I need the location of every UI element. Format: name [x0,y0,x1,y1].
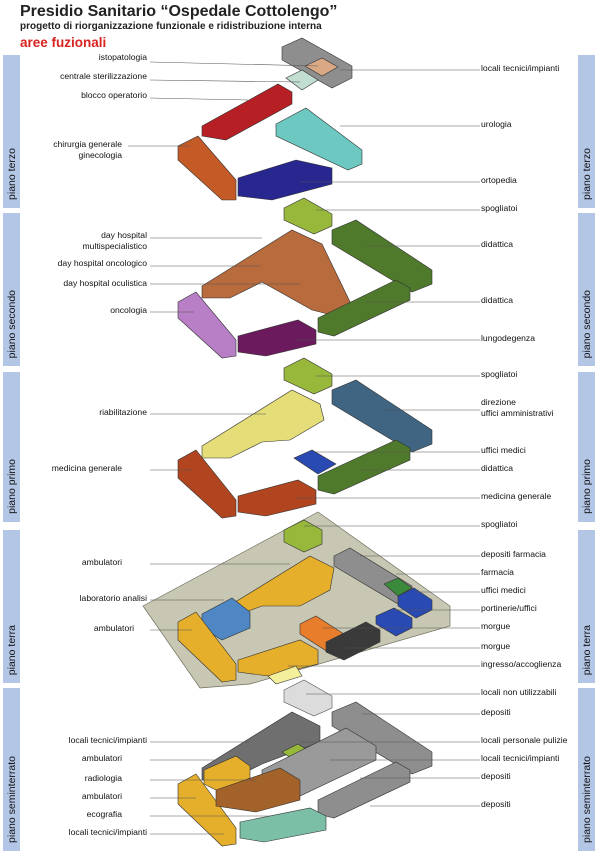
blocks-piano-primo [177,357,433,519]
floor-band-right-secondo: piano secondo [578,213,595,366]
block-spogliatoi-terra [283,519,323,553]
floor-band-right-terzo: piano terzo [578,55,595,208]
block-ambulatori-left [177,611,237,683]
label-radiologia: radiologia [84,773,122,783]
label-farmacia: farmacia [481,567,514,577]
label-uffici-medici-primo: uffici medici [481,445,526,455]
label-locali-tecnici-semi-2: locali tecnici/impianti [68,827,147,837]
label-spogliatoi-secondo: spogliatoi [481,203,518,213]
leader-lines [128,61,480,835]
floor-band-left-seminterrato: piano seminterrato [3,688,20,851]
label-istopatologia: istopatologia [98,52,147,62]
label-locali-tecnici-semi-1: locali tecnici/impianti [68,735,147,745]
blocks-piano-terra [177,519,433,685]
label-riabilitazione: riabilitazione [99,407,147,417]
block-spogliatoi-secondo [283,197,333,235]
label-lungodegenza: lungodegenza [481,333,536,343]
block-day-hospital [201,229,353,321]
label-laboratorio-analisi: laboratorio analisi [79,593,147,603]
page-title: Presidio Sanitario “Ospedale Cottolengo” [20,3,338,20]
label-depositi-farmacia: depositi farmacia [481,549,546,559]
block-ecografia [239,807,327,843]
floor-band-right-seminterrato: piano seminterrato [578,688,595,851]
label-ambulatori-terra-lower: ambulatori [93,623,134,633]
label-centrale-sterilizzazione: centrale sterilizzazione [60,71,147,81]
label-chirurgia-generale: chirurgia generale [53,139,122,149]
block-didattica-lower [317,279,411,337]
block-farmacia [383,577,413,597]
page-subtitle: progetto di riorganizzazione funzionale … [20,21,322,32]
block-morgue-b [325,621,381,661]
label-locali-tecnici-semi-right: locali tecnici/impianti [481,753,560,763]
label-portinerie-uffici: portinerie/uffici [481,603,537,613]
label-spogliatoi-terra: spogliatoi [481,519,518,529]
label-locali-tecnici-terzo: locali tecnici/impianti [481,63,560,73]
floor-band-right-terra: piano terra [578,530,595,683]
label-uffici-medici-terra: uffici medici [481,585,526,595]
label-ingresso-accoglienza: ingresso/accoglienza [481,659,562,669]
label-multispecialistico: multispecialistico [82,241,147,251]
label-ginecologia: ginecologia [78,150,122,160]
label-ortopedia: ortopedia [481,175,517,185]
block-uffici-medici-primo [293,449,337,475]
block-chirurgia [177,135,237,201]
label-locali-personale-pulizie: locali personale pulizie [481,735,568,745]
label-didattica-primo: didattica [481,463,514,473]
label-medicina-generale-left: medicina generale [51,463,122,473]
label-oncologia: oncologia [110,305,147,315]
label-ambulatori-semi-2: ambulatori [81,791,122,801]
block-lungodegenza [237,319,317,357]
block-locali-non-utilizzabili [283,679,333,717]
floor-band-left-primo: piano primo [3,372,20,522]
block-radiologia [215,767,301,813]
block-ambulatori-semi-left [177,773,237,847]
block-medicina-generale-right [237,479,317,517]
label-medicina-generale-right: medicina generale [481,491,552,501]
section-heading: aree fuzionali [20,35,107,50]
block-didattica-primo [317,439,411,495]
label-ecografia: ecografia [86,809,122,819]
block-direzione [331,379,433,453]
label-spogliatoi-primo: spogliatoi [481,369,518,379]
block-urologia [275,107,363,171]
label-locali-non-utilizzabili: locali non utilizzabili [481,687,557,697]
block-ambulatori-lower [237,639,319,677]
label-uffici-amministrativi: uffici amministrativi [481,408,554,418]
block-ortopedia [237,159,333,201]
block-riabilitazione [201,389,325,459]
label-day-hospital-oculistica: day hospital oculistica [63,278,147,288]
block-spogliatoi-primo [283,357,333,395]
label-blocco-operatorio: blocco operatorio [81,90,147,100]
block-depositi-upper [331,701,433,775]
block-istopatologia [304,57,339,77]
floor-band-left-terra: piano terra [3,530,20,683]
block-ingresso [267,665,303,685]
label-ambulatori-semi-1: ambulatori [81,753,122,763]
floor-band-left-terzo: piano terzo [3,55,20,208]
label-ambulatori-terra-upper: ambulatori [81,557,122,567]
label-morgue-2: morgue [481,641,511,651]
block-blocco-operatorio [201,83,293,141]
blocks-piano-seminterrato [177,679,433,847]
label-day-hospital: day hospital [101,230,147,240]
block-centrale-sterilizzazione [285,69,319,91]
label-morgue-1: morgue [481,621,511,631]
block-didattica-upper [331,219,433,293]
label-urologia: urologia [481,119,512,129]
blocks-piano-secondo [177,197,433,359]
label-depositi-semi-3: depositi [481,799,511,809]
label-depositi-semi-1: depositi [481,707,511,717]
label-didattica-secondo-lower: didattica [481,295,514,305]
label-day-hospital-oncologico: day hospital oncologico [57,258,147,268]
label-direzione: direzione [481,397,516,407]
floor-band-left-secondo: piano secondo [3,213,20,366]
blocks-piano-terzo [177,37,363,201]
floor-band-right-primo: piano primo [578,372,595,522]
block-oncologia [177,291,237,359]
block-medicina-generale-left [177,449,237,519]
label-didattica-secondo-upper: didattica [481,239,514,249]
label-depositi-semi-2: depositi [481,771,511,781]
